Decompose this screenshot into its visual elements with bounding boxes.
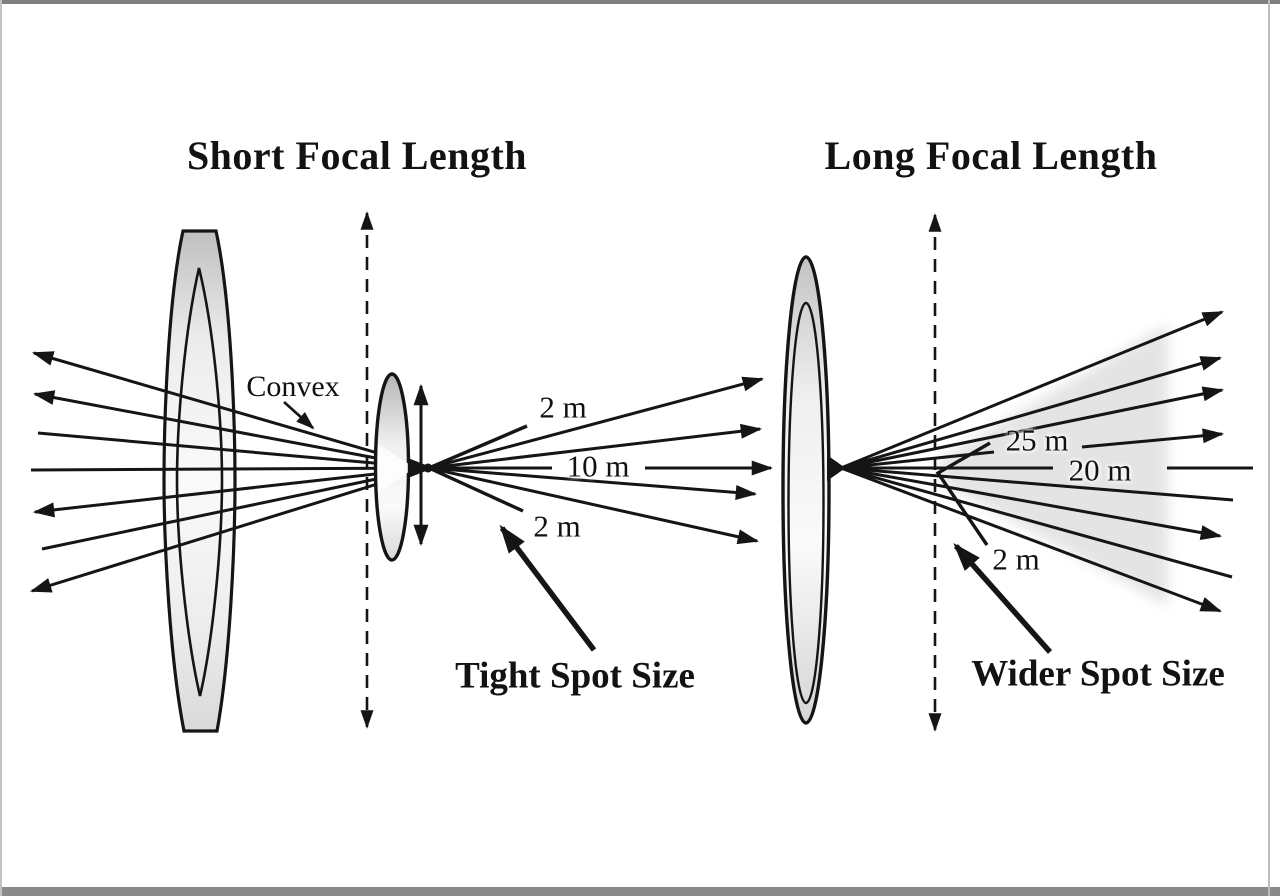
bottom-frame-bar — [0, 887, 1280, 896]
right-distance-above: 25 m — [1005, 422, 1069, 458]
beam-shade-wedge — [941, 324, 1168, 606]
top-frame-bar — [0, 0, 1280, 4]
right-frame-edge — [1268, 0, 1270, 896]
right-distance-below: 2 m — [992, 541, 1040, 577]
right-distance-axis: 20 m — [1068, 452, 1132, 488]
right-diverging-rays — [840, 310, 1253, 613]
left-diverging-rays — [428, 376, 774, 545]
left-distance-axis: 10 m — [566, 448, 630, 484]
left-distance-below: 2 m — [533, 508, 581, 544]
tight-spot-pointer-arrow — [499, 524, 597, 652]
left-distance-above: 2 m — [539, 389, 587, 425]
left-frame-edge — [0, 0, 2, 896]
spot-width-v-mark — [935, 441, 991, 546]
long-focal-lens — [781, 255, 831, 725]
tight-spot-size-label: Tight Spot Size — [455, 655, 695, 697]
right-title: Long Focal Length — [824, 133, 1158, 178]
convex-leader-arrow — [283, 401, 315, 430]
large-convex-lens — [162, 229, 237, 733]
left-title: Short Focal Length — [186, 133, 528, 178]
left-converging-rays — [29, 351, 430, 593]
wide-focus-point — [827, 455, 844, 481]
wider-spot-size-label: Wider Spot Size — [971, 653, 1225, 695]
convex-label: Convex — [246, 370, 340, 403]
small-lens — [373, 372, 412, 562]
wider-spot-pointer-arrow — [953, 543, 1053, 654]
